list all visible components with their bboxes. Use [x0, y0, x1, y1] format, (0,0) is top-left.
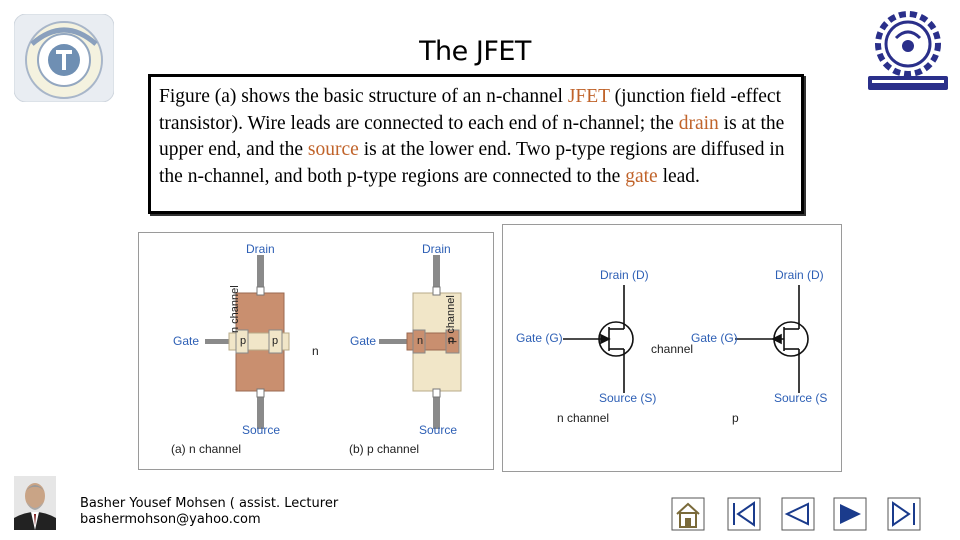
text-part: is at the upper end, and the [159, 112, 785, 161]
keyword-drain: drain [678, 112, 719, 134]
p-caption: p [732, 411, 739, 425]
previous-slide-button[interactable] [781, 497, 815, 531]
first-slide-button[interactable] [727, 497, 761, 531]
drain-d-label-p: Drain (D) [775, 268, 824, 282]
jfet-symbol-figure: Drain (D) Gate (G) Source (S) n channel … [502, 224, 842, 472]
source-s-label: Source (S) [599, 391, 657, 405]
next-slide-button[interactable] [833, 497, 867, 531]
source-label-p: Source [419, 423, 458, 437]
n-channel-caption: n channel [557, 411, 610, 425]
drain-wire [257, 255, 264, 293]
slide-title: The JFET [419, 36, 531, 67]
keyword-jfet: JFET [567, 86, 610, 107]
caption-a: (a) n channel [171, 442, 242, 456]
p-region-label: p [240, 335, 247, 347]
gate-wire-p [379, 339, 413, 344]
author-photo [14, 476, 56, 530]
gate-label-p: Gate [350, 334, 377, 348]
n-channel-label: n channel [229, 285, 241, 333]
text-part: (junction field -effect transistor). Wir… [159, 86, 782, 134]
text-part: lead. [657, 165, 700, 187]
p-region-label: p [272, 335, 279, 347]
drain-label-p: Drain [422, 242, 451, 256]
gate-label: Gate [173, 334, 200, 348]
jfet-structure-figure: Drain Gate Source p p n channel (a) n ch… [138, 232, 494, 470]
p-region-right [268, 329, 283, 354]
first-icon [727, 497, 761, 531]
gate-wire [205, 339, 237, 344]
source-s-label-p: Source (S [774, 391, 828, 405]
previous-icon [781, 497, 815, 531]
channel-word: channel [651, 342, 694, 356]
n-letter: n [312, 344, 319, 358]
n-region-label: n [417, 335, 424, 347]
keyword-gate: gate [625, 165, 658, 187]
caption-b: (b) p channel [349, 442, 420, 456]
home-icon [671, 497, 705, 531]
n-channel-symbol [563, 285, 634, 393]
source-wire [257, 391, 264, 429]
p-channel-symbol [735, 285, 809, 393]
gate-g-label-p: Gate (G) [691, 331, 738, 345]
university-logo [13, 13, 115, 103]
last-slide-button[interactable] [887, 497, 921, 531]
n-region-label: n [448, 335, 455, 347]
home-button[interactable] [671, 497, 705, 531]
source-label: Source [242, 423, 281, 437]
p-channel-label: p channel [444, 295, 457, 343]
source-wire-p [433, 391, 440, 429]
n-region-left [412, 329, 426, 354]
next-icon [833, 497, 867, 531]
n-region-right [445, 329, 460, 354]
description-textbox: Figure (a) shows the basic structure of … [148, 74, 804, 214]
author-name: Basher Yousef Mohsen ( assist. Lecturer [80, 496, 339, 511]
drain-wire-p [433, 255, 440, 293]
college-logo [866, 8, 950, 96]
drain-label: Drain [246, 242, 275, 256]
footer-text: Basher Yousef Mohsen ( assist. Lecturer … [80, 496, 338, 528]
gate-g-label: Gate (G) [516, 331, 563, 345]
last-icon [887, 497, 921, 531]
drain-d-label: Drain (D) [600, 268, 649, 282]
text-part: Figure (a) shows the basic structure of … [159, 86, 568, 107]
text-part: is at the lower end. Two p-type regions … [159, 139, 785, 187]
p-region-left [235, 329, 249, 354]
author-email: bashermohson@yahoo.com [80, 512, 261, 527]
keyword-source: source [307, 139, 359, 160]
